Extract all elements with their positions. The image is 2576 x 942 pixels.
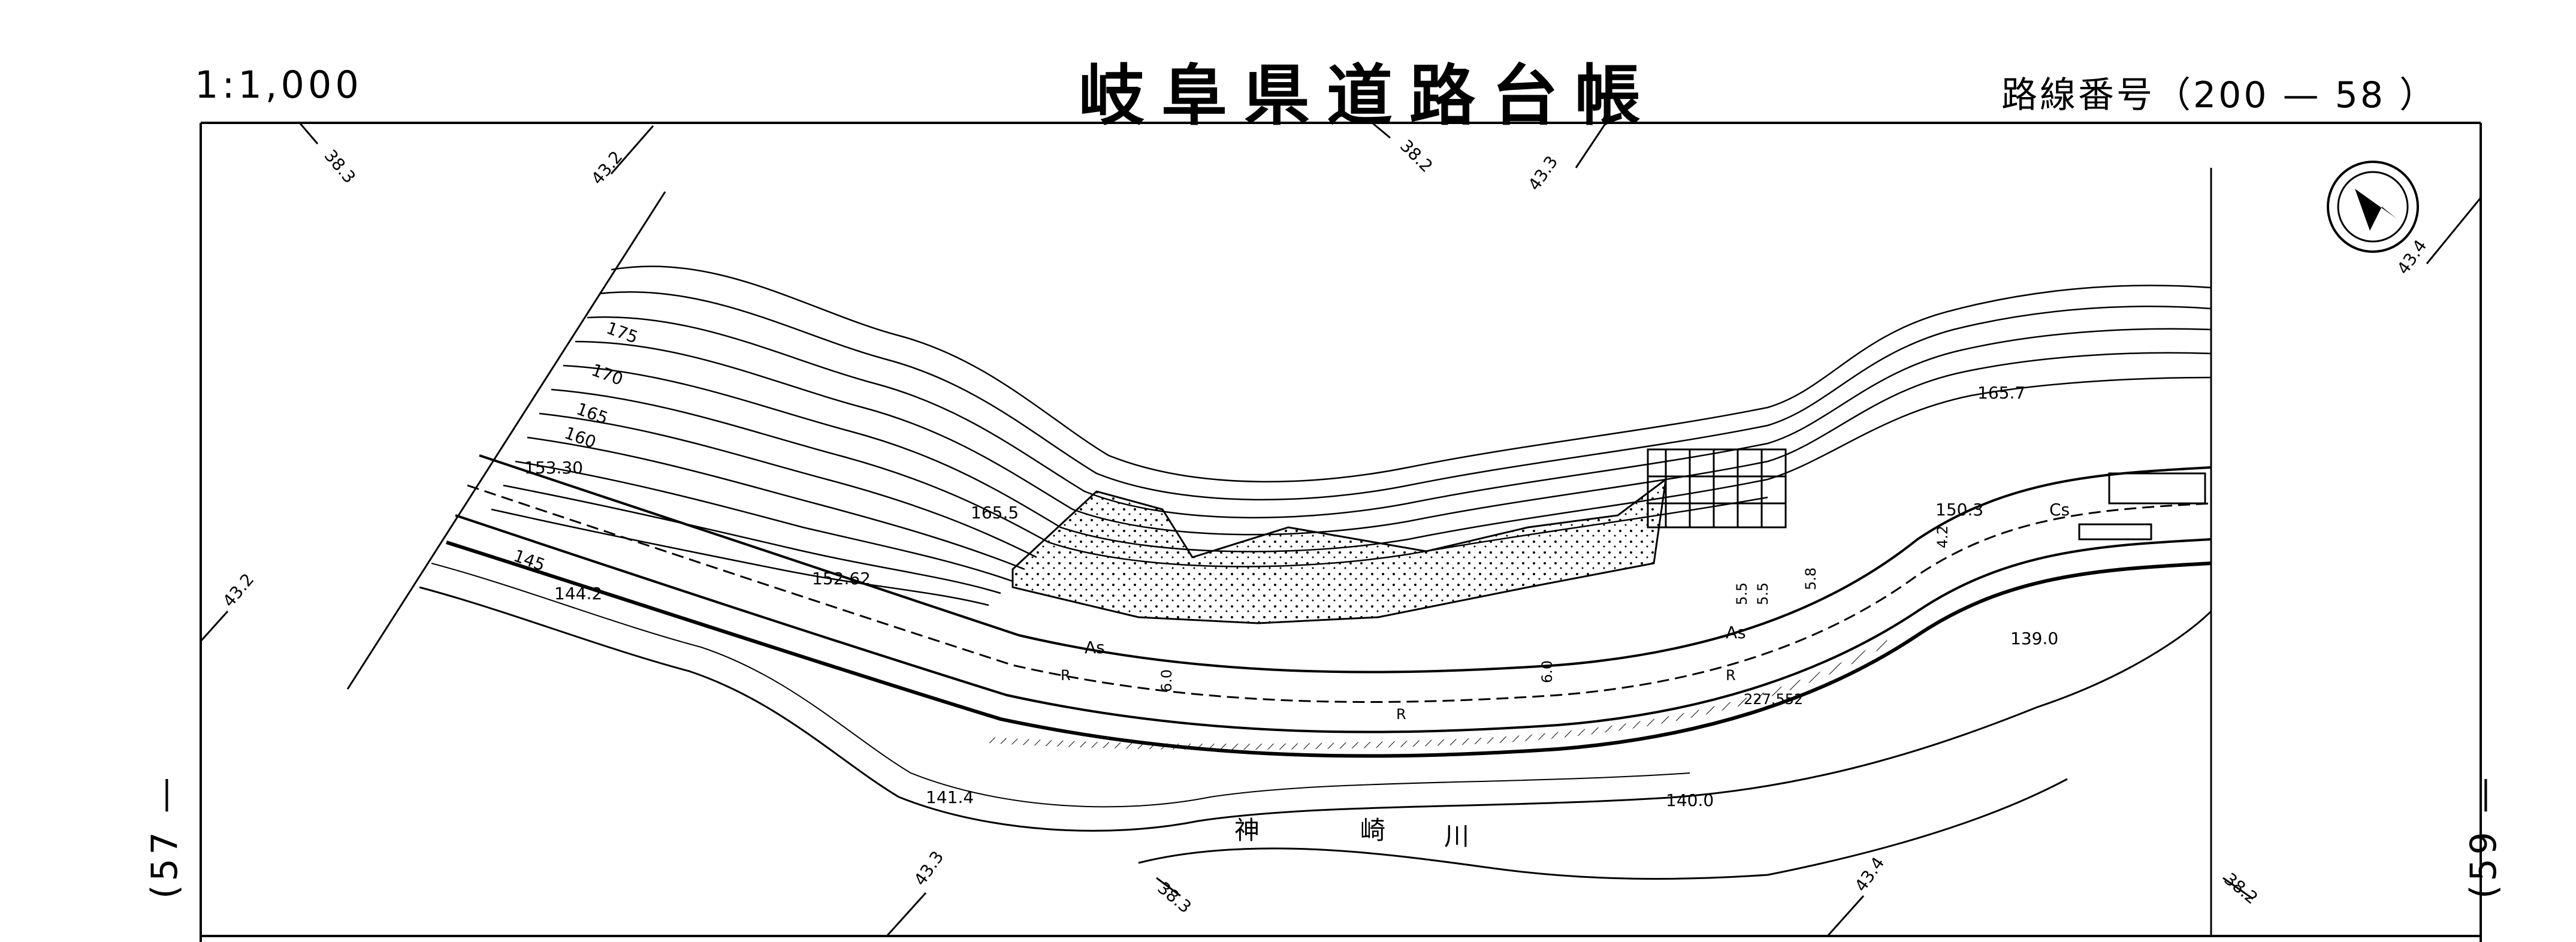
- width-label: 6.0: [1158, 669, 1175, 692]
- surface-label: Cs: [2049, 500, 2070, 520]
- spot-height: 153.30: [524, 458, 583, 478]
- grid-label: 38.3: [1154, 878, 1195, 917]
- contour-label: 160: [562, 423, 599, 452]
- map-frame: [200, 122, 2482, 942]
- route-number: 路線番号（200 — 58 ）: [2001, 74, 2438, 116]
- river-name: 神 崎 川: [1234, 816, 1469, 851]
- contour-lines: [491, 265, 2212, 606]
- contour-label: 170: [589, 360, 626, 390]
- width-label: 5.5: [1734, 582, 1750, 605]
- grid-label: 43.3: [1524, 152, 1562, 194]
- grid-label: 43.2: [587, 147, 626, 189]
- building-blocks: [1011, 448, 2206, 624]
- spot-height: 141.4: [926, 787, 974, 807]
- width-label: 6.0: [1539, 660, 1556, 683]
- grid-ticks: [200, 122, 2482, 937]
- road-edges: [446, 454, 2212, 758]
- grid-label: 38.2: [2221, 869, 2262, 908]
- spot-height: 144.2: [554, 584, 602, 603]
- spot-height: 139.0: [2010, 629, 2058, 648]
- riverbank-lines: [419, 563, 2212, 880]
- river-char: 川: [1444, 822, 1469, 851]
- spot-height: 140.0: [1666, 790, 1714, 810]
- grid-label: 43.3: [910, 847, 948, 889]
- distance-label: 227.552: [1744, 691, 1803, 708]
- contour-label: 165: [574, 399, 611, 428]
- spot-height: 165.5: [971, 503, 1019, 523]
- spot-height: 152.62: [812, 569, 871, 588]
- surface-label: As: [1726, 623, 1746, 642]
- spot-heights: 153.30 165.5 152.62 144.2 141.4 165.7 15…: [524, 383, 2058, 810]
- guardrail-label: R: [1396, 706, 1406, 723]
- map-scale: 1:1,000: [195, 63, 363, 107]
- grid-label: 38.2: [1396, 136, 1436, 176]
- river-char: 神: [1234, 816, 1260, 845]
- grid-label: 43.4: [1851, 853, 1889, 895]
- width-label: 5.8: [1802, 567, 1819, 590]
- north-arrow-icon: [2327, 161, 2419, 253]
- grid-label: 43.2: [219, 570, 258, 611]
- guardrail-label: R: [1061, 667, 1071, 684]
- surface-label: As: [1085, 638, 1105, 657]
- grid-labels: 38.3 43.2 38.2 43.3 43.4 43.2 43.3 38.3 …: [219, 136, 2430, 917]
- spot-height: 150.3: [1935, 500, 1983, 520]
- spot-height: 165.7: [1977, 383, 2025, 403]
- road-labels: As As Cs R R R 227.552 6.0 6.0 5.5 5.5 5…: [1061, 500, 2070, 723]
- grid-label: 38.3: [321, 146, 360, 187]
- width-label: 5.5: [1754, 582, 1771, 605]
- width-label: 4.2: [1934, 526, 1951, 548]
- river-char: 崎: [1360, 816, 1385, 845]
- guardrail-label: R: [1726, 667, 1736, 684]
- map-title: 岐阜県道路台帳: [1079, 57, 1657, 134]
- contour-label: 145: [511, 546, 548, 575]
